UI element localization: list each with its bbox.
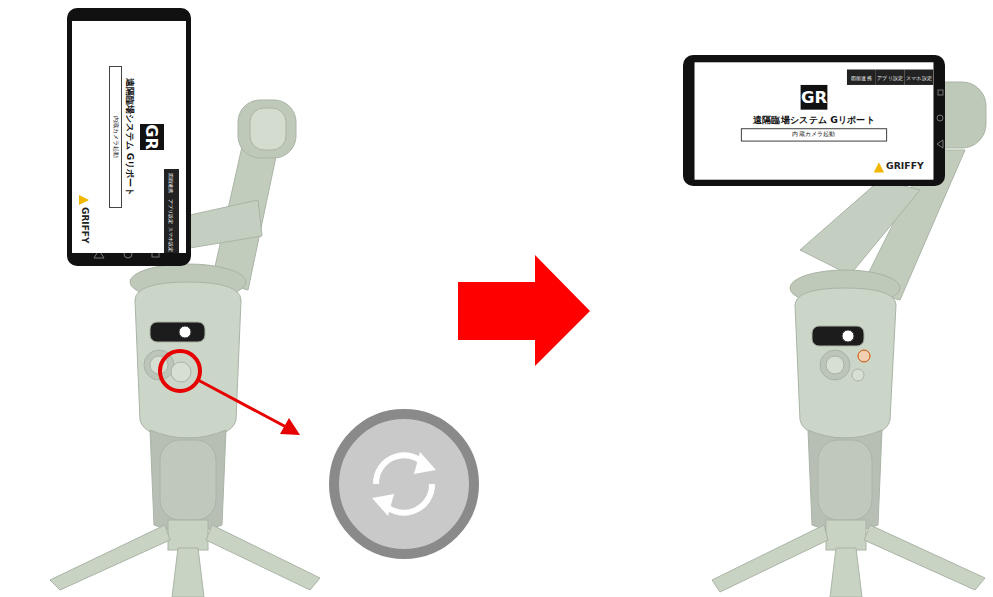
menu-button: 図面連携 — [164, 169, 179, 197]
phone-body — [683, 55, 945, 186]
menu-button: 内蔵カメラ起動 — [109, 66, 122, 208]
button-label: 内蔵カメラ起動 — [792, 130, 835, 139]
nav-buttons — [937, 90, 943, 148]
phone-screen: 遠隔臨場システム Gリポート GRIFFY GR 図面連携アプリ設定スマホ設定内蔵カメ… — [695, 62, 934, 179]
menu-button: アプリ設定 — [876, 70, 905, 85]
menu-button: アプリ設定 — [164, 197, 179, 225]
button-label: 図面連携 — [169, 173, 175, 193]
leader-arrow-head — [280, 418, 300, 435]
logo-mark — [874, 162, 884, 172]
button-label: 内蔵カメラ起動 — [111, 116, 120, 158]
brand-logo: GRIFFY — [886, 161, 924, 171]
button-label: GR — [143, 124, 162, 149]
transition-arrow — [458, 255, 590, 366]
button-label: GR — [801, 88, 827, 108]
button-label: アプリ設定 — [169, 199, 175, 224]
app-title: 遠隔臨場システム Gリポート — [123, 21, 136, 253]
phone-screen: 遠隔臨場システム Gリポート GRIFFY GR 図面連携アプリ設定スマホ設定 内蔵カメ… — [72, 21, 186, 253]
button-label: スマホ設定 — [169, 227, 175, 252]
menu-button: 内蔵カメラ起動 — [741, 128, 887, 141]
logo-box: GR — [140, 124, 164, 150]
rotate-button-icon — [334, 414, 474, 554]
leader-arrow — [198, 380, 288, 428]
callout-circle — [160, 351, 200, 391]
logo-box: GR — [801, 85, 828, 110]
button-label: アプリ設定 — [877, 74, 903, 80]
logo-mark — [79, 195, 89, 205]
menu-button: 図面連携 — [847, 70, 876, 85]
brand-logo: GRIFFY — [80, 207, 90, 243]
app-title: 遠隔臨場システム Gリポート — [695, 114, 934, 127]
menu-button: スマホ設定 — [164, 225, 179, 253]
menu-button: スマホ設定 — [905, 70, 934, 85]
button-label: スマホ設定 — [906, 74, 932, 80]
phone-body — [67, 8, 191, 266]
button-label: 図面連携 — [851, 74, 872, 80]
